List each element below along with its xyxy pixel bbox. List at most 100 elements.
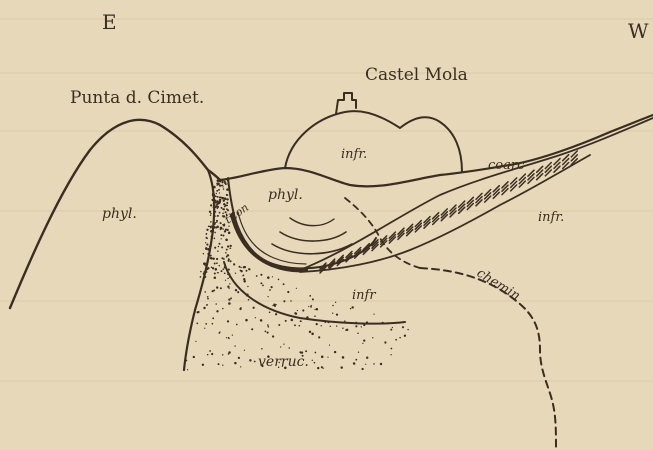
stipple-dot [355, 359, 357, 361]
stipple-dot [321, 325, 322, 326]
stipple-dot [312, 360, 313, 361]
stipple-dot [271, 286, 273, 288]
stipple-dot [205, 233, 207, 235]
stipple-dot [237, 291, 239, 293]
stipple-dot [230, 260, 232, 262]
stipple-dot [207, 298, 209, 300]
stipple-dot [226, 198, 228, 200]
stipple-dot [220, 228, 222, 230]
stipple-dot [220, 234, 222, 236]
stipple-dot [220, 287, 222, 289]
infr-lower-label: infr [352, 288, 376, 303]
stipple-dot [318, 336, 320, 338]
stipple-dot [222, 354, 223, 355]
stipple-dot [314, 309, 315, 310]
stipple-dot [216, 286, 218, 288]
stipple-dot [395, 339, 397, 341]
stipple-dot [213, 258, 215, 260]
stipple-dot [316, 323, 318, 325]
stipple-dot [228, 287, 229, 288]
stipple-dot [267, 296, 268, 297]
stipple-dot [219, 201, 221, 203]
stipple-dot [216, 190, 218, 192]
stipple-dot [207, 267, 209, 269]
stipple-dot [251, 328, 253, 330]
castle-hill-outline [285, 111, 462, 172]
west-label: W [628, 19, 649, 43]
stipple-dot [216, 258, 218, 260]
punta-cimet-label: Punta d. Cimet. [70, 88, 204, 108]
stipple-dot [216, 222, 217, 223]
stipple-dot [210, 214, 211, 215]
stipple-dot [229, 247, 231, 249]
stipple-dot [373, 363, 375, 365]
stipple-dot [390, 329, 392, 331]
stipple-dot [291, 319, 294, 322]
stipple-dot [196, 323, 198, 325]
stipple-dot [228, 338, 229, 339]
stipple-dot [380, 363, 382, 365]
stipple-dot [224, 198, 227, 201]
stipple-dot [240, 267, 241, 268]
stipple-dot [317, 367, 319, 369]
stipple-dot [216, 226, 218, 228]
stipple-dot [309, 331, 311, 333]
stipple-dot [357, 333, 359, 335]
stipple-dot [200, 276, 202, 278]
stipple-dot [210, 227, 212, 229]
stipple-dot [247, 286, 248, 287]
stipple-dot [205, 323, 207, 325]
stipple-dot [245, 319, 248, 322]
stipple-dot [321, 366, 323, 368]
stipple-dot [226, 256, 228, 258]
stipple-dot [234, 362, 236, 364]
stipple-dot [218, 272, 219, 273]
stipple-dot [211, 266, 213, 268]
stipple-dot [229, 283, 230, 284]
stipple-dot [214, 247, 216, 249]
stipple-dot [330, 326, 331, 327]
stipple-dot [302, 309, 304, 311]
stipple-dot [211, 257, 213, 259]
stipple-dot [215, 268, 218, 271]
stipple-dot [204, 291, 206, 293]
stipple-dot [329, 344, 330, 345]
stipple-dot [246, 270, 248, 272]
stipple-dot [321, 356, 324, 359]
stipple-dot [243, 266, 245, 268]
stipple-dot [216, 193, 217, 194]
dome-arc-3 [290, 218, 334, 226]
stipple-dot [212, 267, 214, 269]
stipple-dot [310, 306, 312, 308]
stipple-dot [344, 320, 346, 322]
stipple-dot [207, 354, 209, 356]
stipple-dot [216, 204, 218, 206]
stipple-dot [373, 314, 374, 315]
stipple-dot [227, 278, 229, 280]
stipple-dot [297, 310, 298, 311]
stipple-dot [217, 200, 219, 202]
stipple-dot [315, 352, 317, 354]
stipple-dot [222, 308, 223, 309]
coarc-wedge-upper [300, 118, 653, 270]
stipple-dot [218, 183, 219, 184]
stipple-dot [294, 324, 296, 326]
stipple-dot [361, 368, 363, 370]
stipple-dot [254, 361, 256, 363]
stipple-dot [238, 266, 240, 268]
stipple-dot [212, 317, 214, 319]
stipple-dot [203, 253, 204, 254]
stipple-dot [234, 345, 235, 346]
stipple-dot [226, 337, 227, 338]
coarc-label: coarc [488, 158, 525, 173]
stipple-dot [233, 263, 235, 265]
stipple-dot [200, 271, 201, 272]
stipple-dot [202, 364, 204, 366]
stipple-dot [235, 273, 236, 274]
stipple-dot [215, 303, 217, 305]
stipple-dot [342, 356, 345, 359]
stipple-dot [221, 207, 223, 209]
castel-mola-label: Castel Mola [365, 65, 468, 85]
stipple-dot [272, 276, 273, 277]
